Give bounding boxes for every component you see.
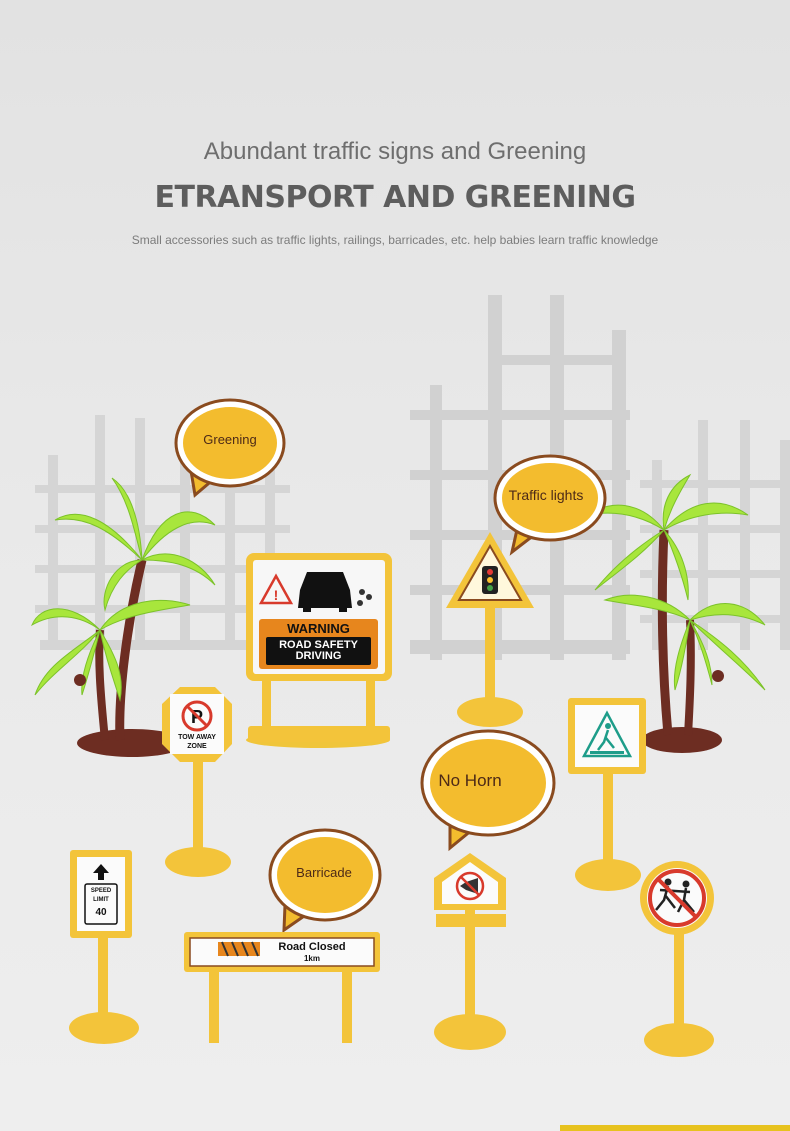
speed-limit-value: 40 <box>95 907 107 918</box>
skyline-right <box>640 420 790 650</box>
bottom-accent-bar <box>560 1125 790 1131</box>
bubble-traffic-lights <box>493 454 607 556</box>
sign-tow-away-zone: P <box>162 687 232 877</box>
sign-pedestrian-crossing <box>568 698 646 891</box>
warning-line-1: ROAD SAFETY <box>279 639 358 651</box>
svg-text:!: ! <box>274 587 279 603</box>
bubble-label-greening: Greening <box>203 432 257 447</box>
sign-no-horn <box>434 853 506 1050</box>
sign-no-children <box>640 861 714 1057</box>
bubble-greening <box>174 398 286 498</box>
bubble-label-barricade: Barricade <box>296 865 352 880</box>
sign-road-safety-warning: ! <box>246 553 392 748</box>
warning-title: WARNING <box>287 621 350 636</box>
sign-speed-limit <box>69 850 139 1044</box>
bubble-no-horn <box>420 729 556 852</box>
warning-line-2: DRIVING <box>295 650 342 662</box>
sign-traffic-light-triangle <box>446 532 534 727</box>
bubble-label-no-horn: No Horn <box>438 771 502 790</box>
page-subtitle: Abundant traffic signs and Greening <box>203 138 587 165</box>
speed-limit-line-1: SPEED <box>90 888 112 894</box>
barricade-road-closed <box>184 932 380 1043</box>
page-description: Small accessories such as traffic lights… <box>131 233 659 247</box>
page-title: ETRANSPORT AND GREENING <box>154 180 636 215</box>
speed-limit-line-2: LIMIT <box>93 897 109 903</box>
bubble-label-traffic-lights: Traffic lights <box>508 487 584 503</box>
palm-tree-right <box>587 473 766 753</box>
road-closed-label: Road Closed <box>278 941 346 953</box>
tow-away-line-1: TOW AWAY <box>178 734 216 741</box>
tow-away-line-2: ZONE <box>187 743 207 750</box>
road-closed-distance: 1km <box>303 954 320 963</box>
palm-tree-left <box>31 477 216 757</box>
bubble-barricade <box>268 828 382 933</box>
